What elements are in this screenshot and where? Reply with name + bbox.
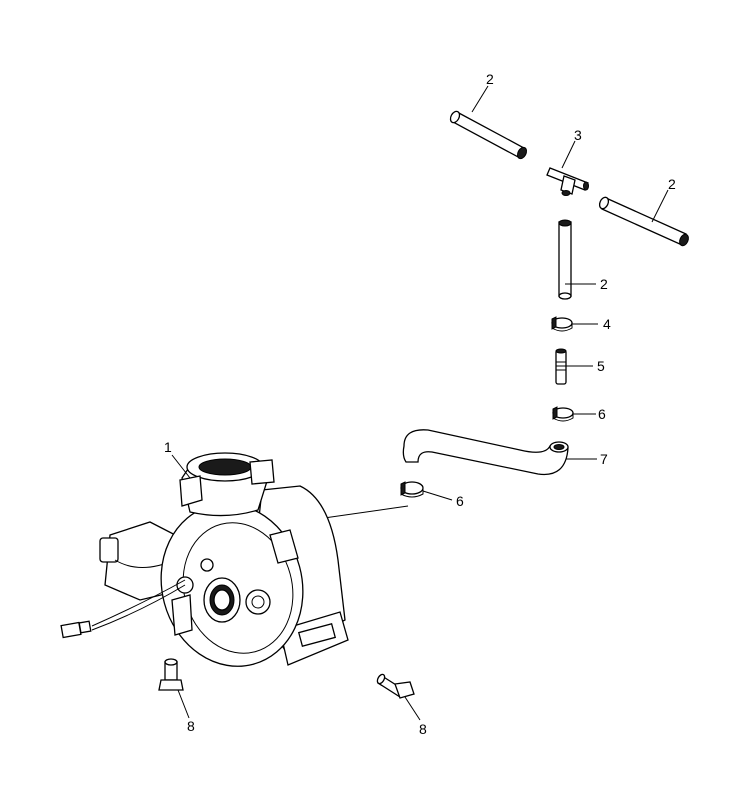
callout-2-vertical: 2	[600, 276, 608, 292]
hose-upper-left	[449, 110, 528, 160]
callout-1: 1	[164, 439, 172, 455]
hose-vertical	[558, 219, 572, 300]
leader-lines	[171, 85, 669, 721]
callout-8-left: 8	[187, 718, 195, 734]
callout-2-upper-left: 2	[486, 71, 494, 87]
callout-7: 7	[600, 451, 608, 467]
clamp-middle	[552, 406, 574, 422]
hose-right	[598, 196, 689, 247]
clamp-upper	[551, 316, 573, 332]
callout-6-lower: 6	[456, 493, 464, 509]
connector	[555, 348, 567, 385]
clamp-lower	[400, 481, 424, 498]
bolt-left	[158, 658, 184, 691]
callout-8-right: 8	[419, 721, 427, 737]
tee-fitting	[546, 167, 589, 196]
callout-6-upper: 6	[598, 406, 606, 422]
bolt-right	[376, 673, 415, 699]
formed-hose	[402, 429, 569, 476]
wire-harness	[60, 579, 186, 639]
pump-assembly	[99, 452, 349, 667]
callout-4: 4	[603, 316, 611, 332]
callout-5: 5	[597, 358, 605, 374]
callout-3: 3	[574, 127, 582, 143]
callout-2-right: 2	[668, 176, 676, 192]
